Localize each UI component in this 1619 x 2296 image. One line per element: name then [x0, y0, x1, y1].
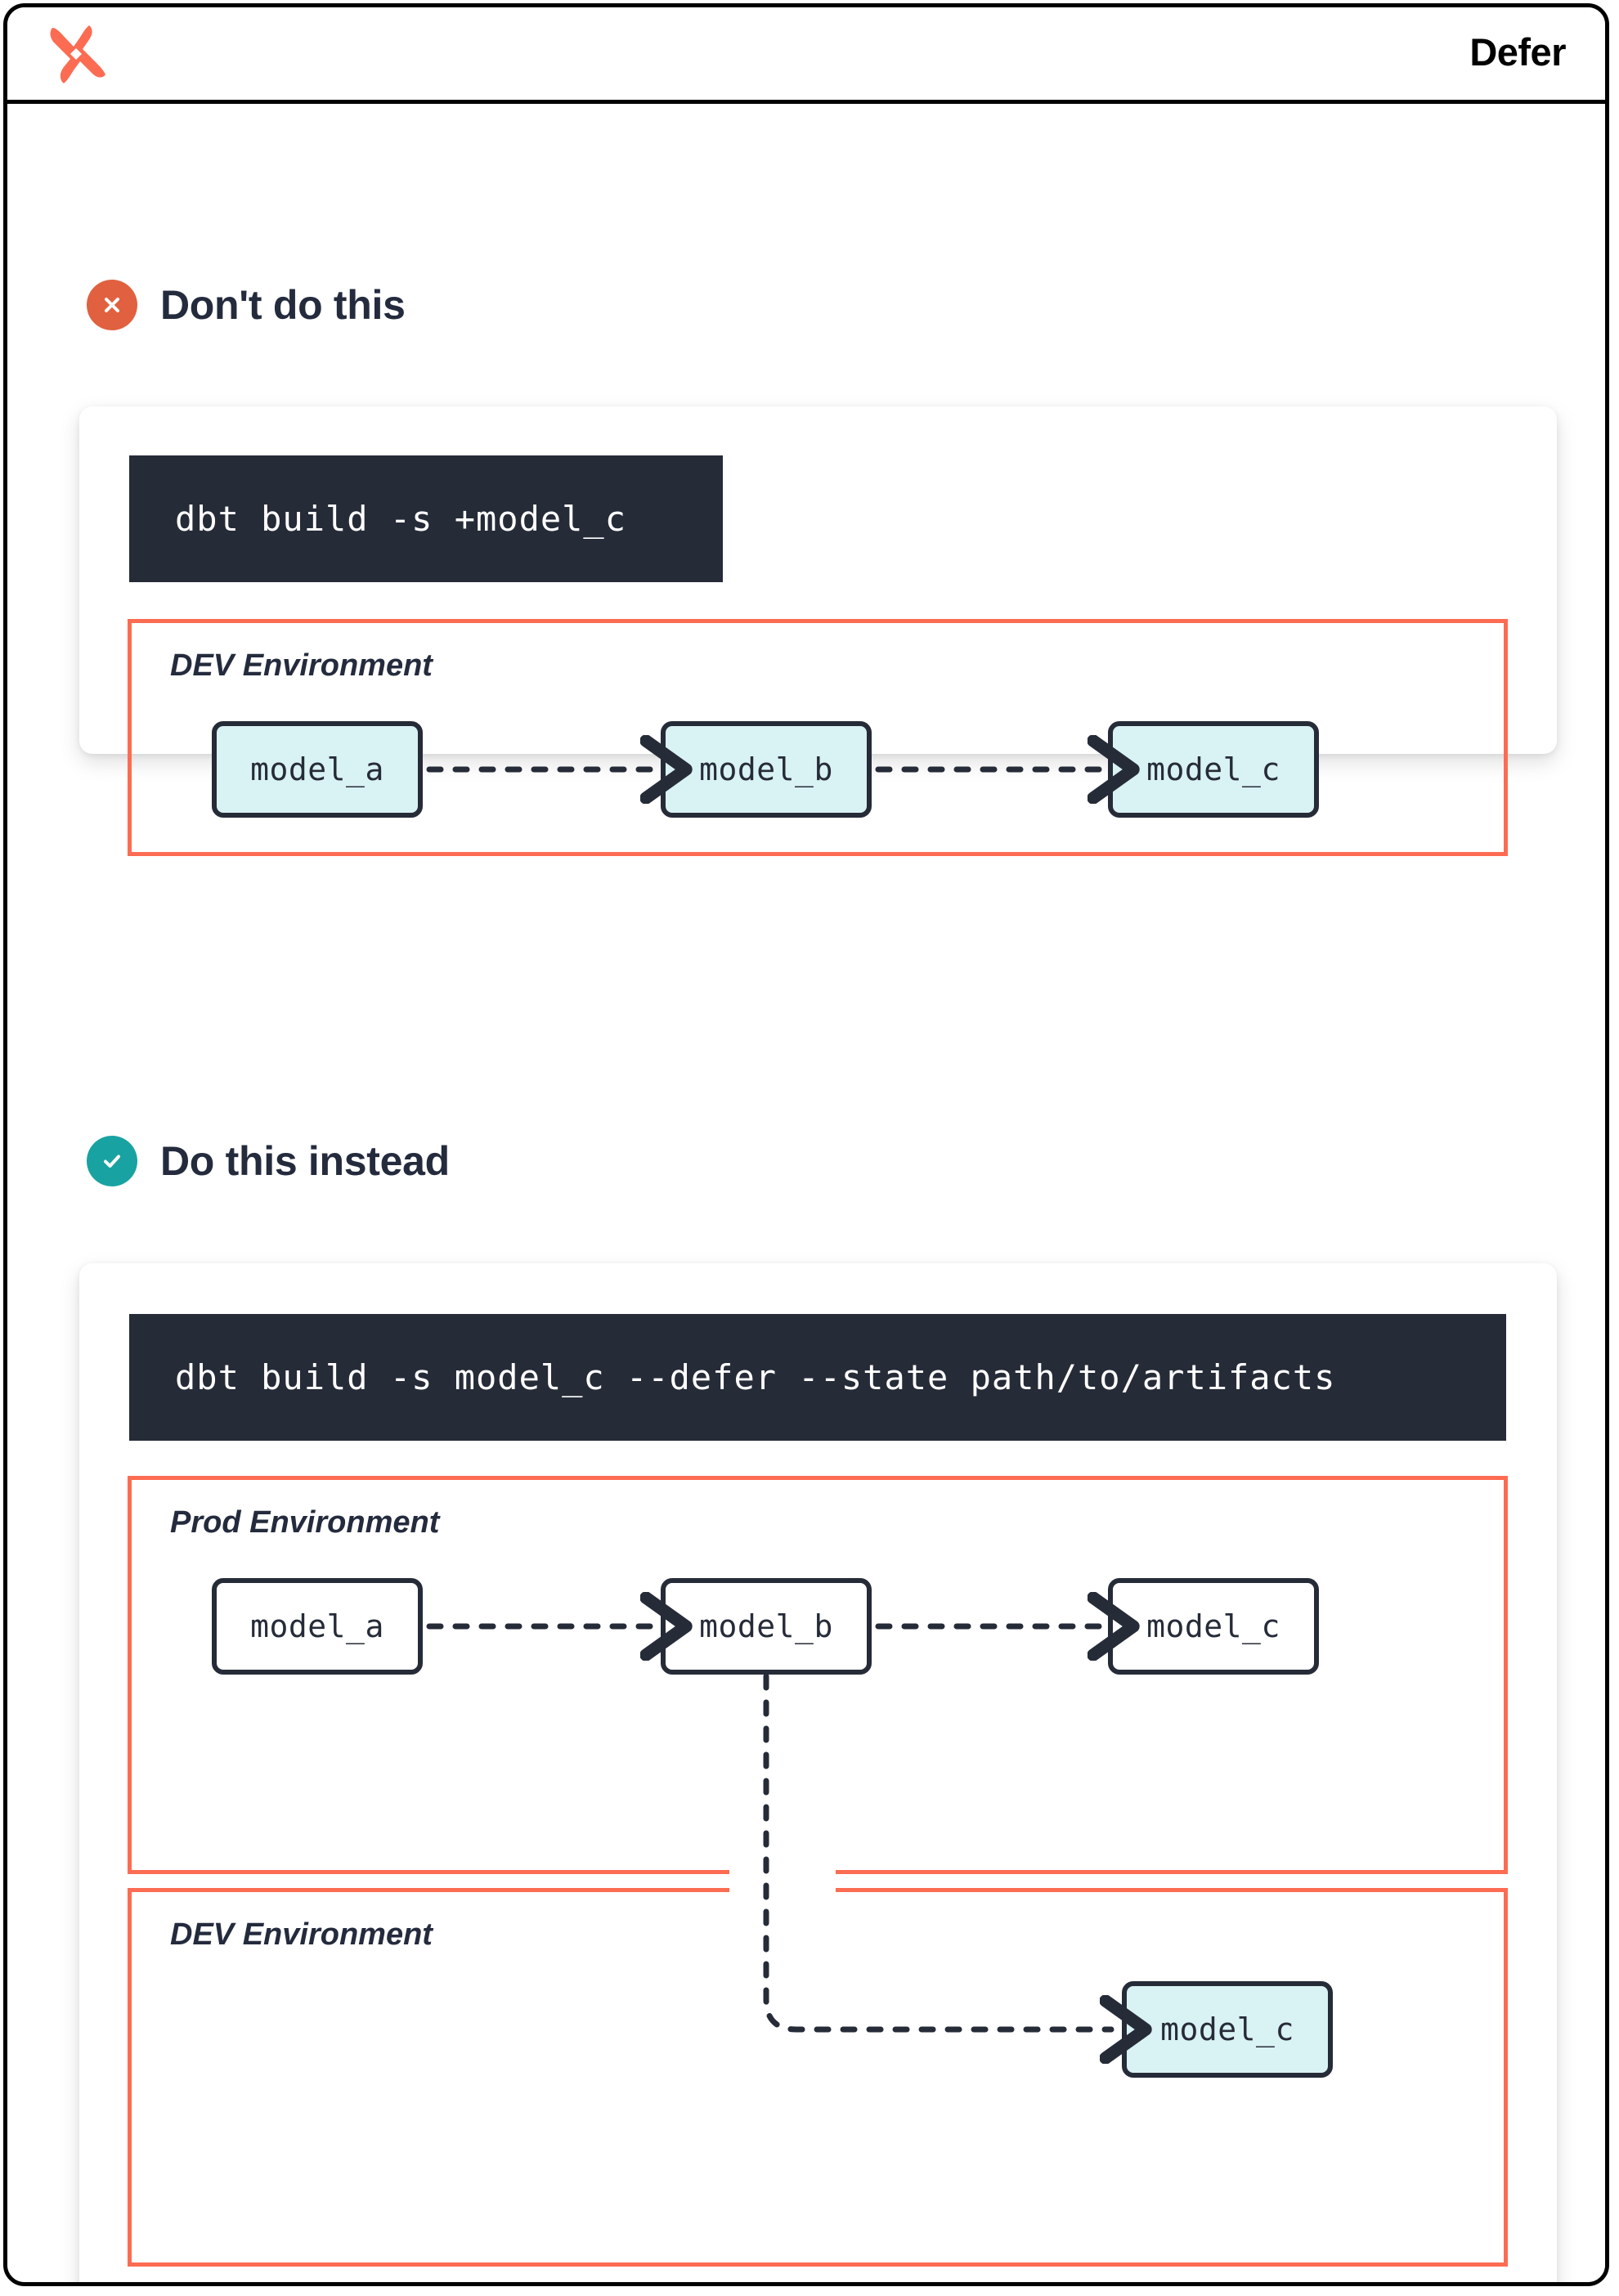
page-content: Don't do this dbt build -s +model_c DEV …: [7, 104, 1605, 2282]
page-header: Defer: [7, 7, 1605, 104]
dbt-logo-icon: [46, 23, 106, 85]
environment-label-dev-2: DEV Environment: [170, 1917, 433, 1952]
node-model-b-prod[interactable]: model_b: [661, 1578, 872, 1675]
border-notch-dev-top: [729, 1878, 836, 1903]
section-heading-do: Do this instead: [87, 1136, 450, 1186]
command-block-dont: dbt build -s +model_c: [129, 455, 723, 582]
environment-box-dev-1: [128, 619, 1508, 856]
node-model-b-dev1[interactable]: model_b: [661, 721, 872, 818]
section-title-do: Do this instead: [160, 1138, 450, 1184]
check-circle-icon: [87, 1136, 137, 1186]
command-text: dbt build -s +model_c: [175, 499, 627, 539]
section-heading-dont: Don't do this: [87, 280, 406, 330]
node-model-c-dev1[interactable]: model_c: [1108, 721, 1319, 818]
section-title-dont: Don't do this: [160, 282, 406, 328]
node-model-c-prod[interactable]: model_c: [1108, 1578, 1319, 1675]
command-block-do: dbt build -s model_c --defer --state pat…: [129, 1314, 1506, 1441]
card-do-this-instead: dbt build -s model_c --defer --state pat…: [79, 1263, 1557, 2282]
page-title: Defer: [1469, 30, 1566, 74]
x-circle-icon: [87, 280, 137, 330]
card-dont-do-this: dbt build -s +model_c DEV Environment mo…: [79, 406, 1557, 856]
environment-label-dev-1: DEV Environment: [170, 648, 433, 683]
environment-label-prod: Prod Environment: [170, 1505, 440, 1540]
page-frame: Defer Don't do this dbt build -s +model_…: [3, 3, 1609, 2286]
node-model-c-dev2[interactable]: model_c: [1122, 1981, 1333, 2078]
node-model-a-prod[interactable]: model_a: [212, 1578, 423, 1675]
command-text: dbt build -s model_c --defer --state pat…: [175, 1357, 1336, 1397]
node-model-a-dev1[interactable]: model_a: [212, 721, 423, 818]
